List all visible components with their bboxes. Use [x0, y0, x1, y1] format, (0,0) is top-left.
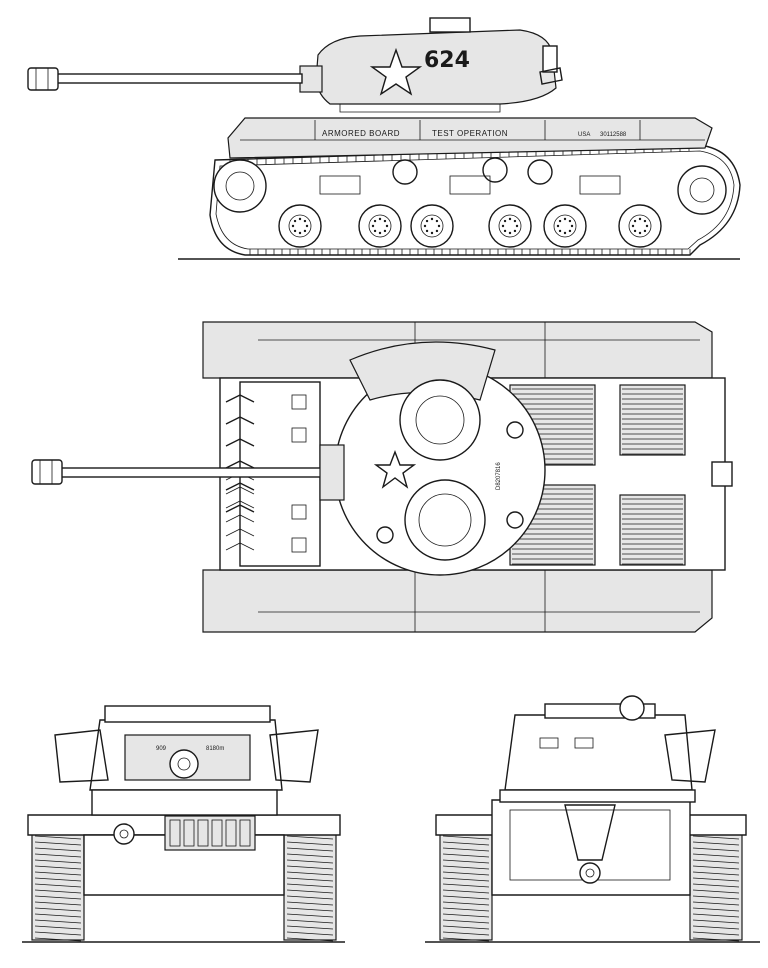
- top-view: D8207816: [31, 321, 733, 633]
- top-loader-hatch: [404, 479, 486, 561]
- side-muzzle-brake: [27, 67, 59, 91]
- side-hull: [227, 117, 713, 159]
- front-gun-muzzle: [169, 749, 199, 779]
- top-mantlet: [319, 444, 345, 501]
- rear-tow-hook: [579, 862, 601, 884]
- turret-number: 624: [424, 48, 470, 73]
- front-left-track: [31, 831, 85, 941]
- rear-cupola: [619, 695, 645, 721]
- rear-left-track: [439, 831, 493, 941]
- hull-marking-test-operation: TEST OPERATION: [432, 129, 508, 138]
- front-right-stowage-rack: [269, 729, 319, 783]
- front-view: 909 8180m: [22, 705, 345, 943]
- rear-right-stowage-rack: [664, 729, 716, 783]
- rear-turret: [504, 714, 693, 791]
- side-drive-sprocket: [677, 165, 727, 215]
- front-turret-roof: [104, 705, 271, 723]
- top-engine-grille: [619, 384, 686, 456]
- side-cupola: [429, 17, 471, 33]
- top-right-fender: [202, 569, 713, 633]
- side-idler-wheel: [213, 159, 267, 213]
- side-mantlet: [299, 65, 323, 93]
- road-wheel: [358, 204, 402, 248]
- road-wheel: [488, 204, 532, 248]
- side-track: [209, 144, 741, 256]
- road-wheel: [278, 204, 322, 248]
- side-road-wheels: [278, 204, 662, 248]
- top-turret-serial: D8207816: [496, 462, 502, 490]
- rear-tow-bracket: [564, 804, 616, 861]
- rear-view: [425, 695, 760, 943]
- rear-right-track: [689, 831, 743, 941]
- hull-marking-armored-board: ARMORED BOARD: [322, 129, 400, 138]
- road-wheel: [543, 204, 587, 248]
- top-muzzle-brake: [31, 459, 63, 485]
- road-wheel: [618, 204, 662, 248]
- side-gun-barrel: [53, 73, 303, 84]
- front-plate-left: 909: [156, 746, 167, 752]
- road-wheel: [410, 204, 454, 248]
- side-return-roller: [482, 157, 508, 183]
- hull-marking-serial: 30112588: [600, 132, 627, 138]
- front-plate-right: 8180m: [206, 746, 224, 752]
- front-turret-base: [91, 789, 278, 816]
- hull-marking-usa: USA: [578, 132, 590, 138]
- front-right-track: [283, 831, 337, 941]
- side-return-roller: [392, 159, 418, 185]
- rear-turret-base: [499, 789, 696, 803]
- top-rear-tow-hook: [711, 461, 733, 487]
- top-turret-star: [373, 450, 417, 489]
- side-mg-mount: [542, 45, 558, 73]
- side-return-roller: [527, 159, 553, 185]
- side-turret: [315, 29, 557, 105]
- top-commander-cupola: [399, 379, 481, 461]
- top-gun-barrel: [59, 467, 326, 478]
- front-spare-track: [164, 815, 256, 851]
- side-view: ARMORED BOARD TEST OPERATION USA 3011258…: [27, 17, 741, 260]
- front-left-stowage-rack: [54, 729, 109, 783]
- top-engine-grille: [619, 494, 686, 566]
- side-turret-star: [369, 47, 423, 96]
- front-bow-mg: [113, 823, 135, 845]
